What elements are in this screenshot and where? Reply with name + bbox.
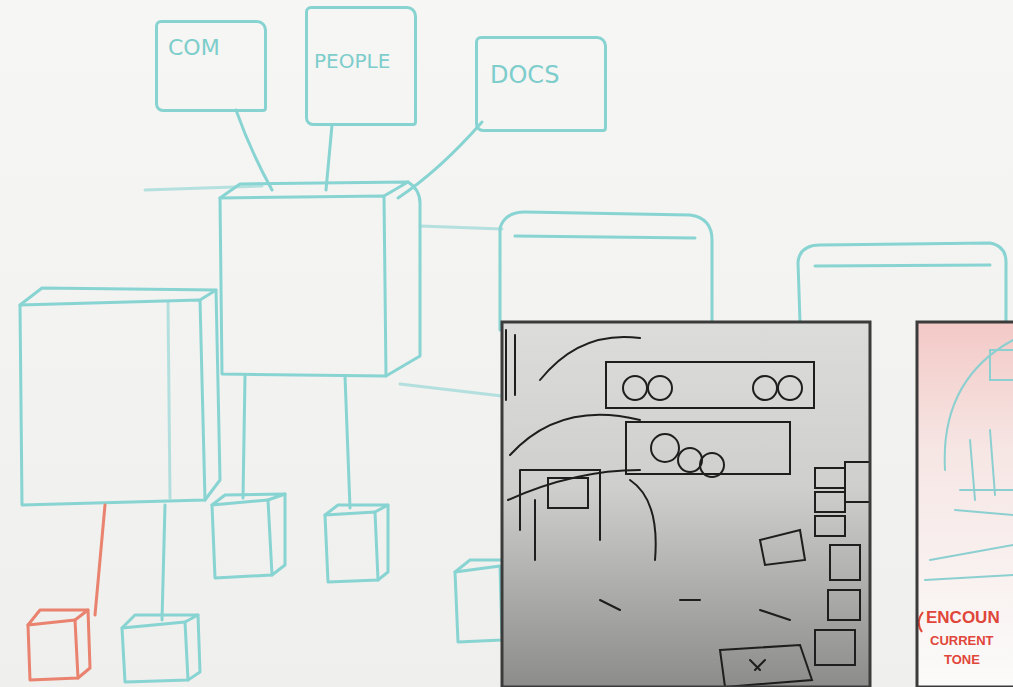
small-cube — [212, 494, 285, 578]
red-sketch — [28, 505, 105, 680]
server-box — [20, 288, 220, 505]
small-cube — [28, 610, 90, 680]
box-label: COM — [168, 35, 220, 60]
small-cube — [325, 505, 388, 582]
handwritten-note: CURRENT — [930, 633, 994, 648]
box-label: PEOPLE — [314, 49, 390, 73]
small-cube — [455, 560, 505, 642]
handwritten-note: ENCOUN — [926, 608, 1000, 628]
photo-inset — [917, 322, 1013, 687]
server-box — [798, 243, 1006, 322]
note-box: DOCS — [475, 36, 607, 132]
note-box: PEOPLE — [305, 6, 417, 126]
note-box: COM — [155, 20, 267, 112]
small-cube — [122, 615, 200, 682]
link-line — [236, 110, 272, 190]
server-box — [220, 182, 420, 376]
handwritten-note: TONE — [944, 652, 980, 667]
leg-line — [243, 376, 245, 498]
link-line — [398, 122, 482, 198]
leg-line — [95, 505, 105, 615]
server-box — [500, 212, 712, 330]
callout-circle — [919, 612, 923, 632]
guide-line — [420, 226, 502, 229]
photo-inset — [502, 322, 870, 687]
leg-line — [162, 505, 165, 620]
box-label: DOCS — [490, 61, 559, 89]
link-line — [326, 125, 332, 190]
guide-line — [400, 384, 502, 396]
guide-line — [145, 186, 262, 190]
leg-line — [345, 376, 350, 508]
